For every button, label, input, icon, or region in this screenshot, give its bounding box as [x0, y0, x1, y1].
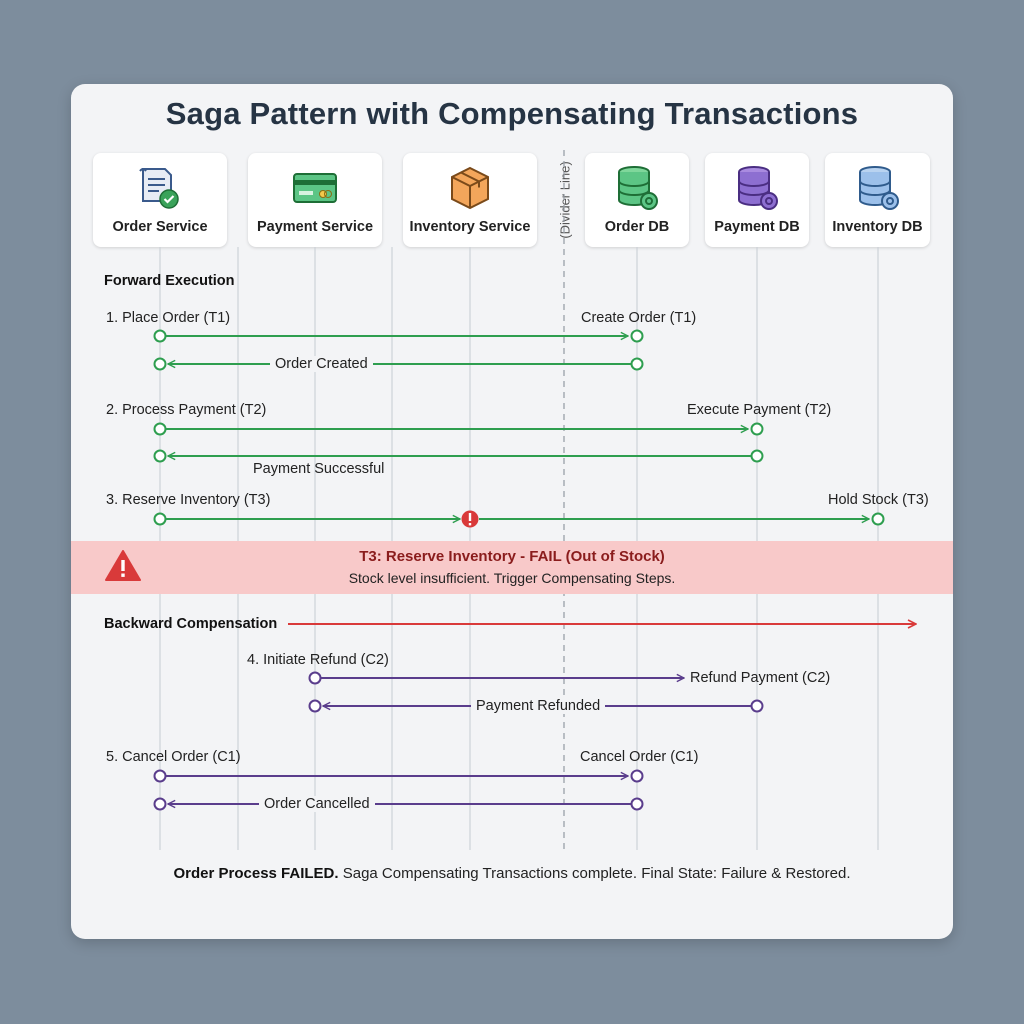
- compensation-heading: Backward Compensation: [104, 616, 278, 632]
- node: [153, 769, 167, 783]
- participant-payment-service: Payment Service: [248, 153, 382, 247]
- step5-target-label: Cancel Order (C1): [580, 749, 699, 765]
- footer-detail: Saga Compensating Transactions complete.…: [338, 865, 851, 882]
- node: [750, 422, 764, 436]
- error-icon: [461, 510, 479, 528]
- footer-status: Order Process FAILED.: [173, 865, 339, 882]
- credit-card-icon: [290, 163, 340, 218]
- participant-label: Order DB: [604, 219, 670, 235]
- node: [750, 449, 764, 463]
- node: [630, 797, 644, 811]
- step2-label: 2. Process Payment (T2): [106, 402, 267, 418]
- step3-target-label: Hold Stock (T3): [828, 492, 929, 508]
- document-check-icon: [135, 163, 185, 218]
- node: [308, 699, 322, 713]
- package-box-icon: [445, 163, 495, 218]
- failure-title: T3: Reserve Inventory - FAIL (Out of Sto…: [359, 548, 665, 565]
- node: [630, 357, 644, 371]
- node: [153, 422, 167, 436]
- forward-heading: Forward Execution: [104, 273, 235, 289]
- participant-order-service: Order Service: [93, 153, 227, 247]
- participant-order-db: Order DB: [585, 153, 689, 247]
- node: [871, 512, 885, 526]
- step1-label: 1. Place Order (T1): [106, 310, 231, 326]
- diagram-title: Saga Pattern with Compensating Transacti…: [165, 96, 859, 131]
- step2-target-label: Execute Payment (T2): [687, 402, 832, 418]
- node: [153, 449, 167, 463]
- node: [630, 769, 644, 783]
- failure-subtitle: Stock level insufficient. Trigger Compen…: [348, 570, 676, 586]
- node: [308, 671, 322, 685]
- database-gear-icon: [612, 163, 662, 218]
- step4-reply-label: Payment Refunded: [471, 698, 606, 714]
- node: [750, 699, 764, 713]
- step5-reply-label: Order Cancelled: [259, 796, 375, 812]
- step4-target-label: Refund Payment (C2): [690, 670, 831, 686]
- step4-label: 4. Initiate Refund (C2): [247, 652, 389, 668]
- database-gear-icon: [732, 163, 782, 218]
- participant-payment-db: Payment DB: [705, 153, 809, 247]
- step1-reply-label: Order Created: [270, 356, 373, 372]
- node: [153, 357, 167, 371]
- participant-inventory-service: Inventory Service: [403, 153, 537, 247]
- database-gear-icon: [853, 163, 903, 218]
- step2-reply-label: Payment Successful: [253, 461, 385, 477]
- participant-inventory-db: Inventory DB: [825, 153, 930, 247]
- node: [153, 797, 167, 811]
- node: [153, 512, 167, 526]
- step1-target-label: Create Order (T1): [581, 310, 697, 326]
- step5-label: 5. Cancel Order (C1): [106, 749, 241, 765]
- failure-banner: [71, 541, 953, 594]
- participant-label: Inventory Service: [409, 219, 531, 235]
- node: [153, 329, 167, 343]
- participant-label: Payment DB: [714, 219, 800, 235]
- participant-label: Order Service: [112, 219, 208, 235]
- node: [630, 329, 644, 343]
- step3-label: 3. Reserve Inventory (T3): [106, 492, 271, 508]
- participant-label: Inventory DB: [832, 219, 923, 235]
- footer-summary: Order Process FAILED. Saga Compensating …: [71, 865, 953, 882]
- warning-icon: [104, 549, 142, 588]
- participant-label: Payment Service: [256, 219, 374, 235]
